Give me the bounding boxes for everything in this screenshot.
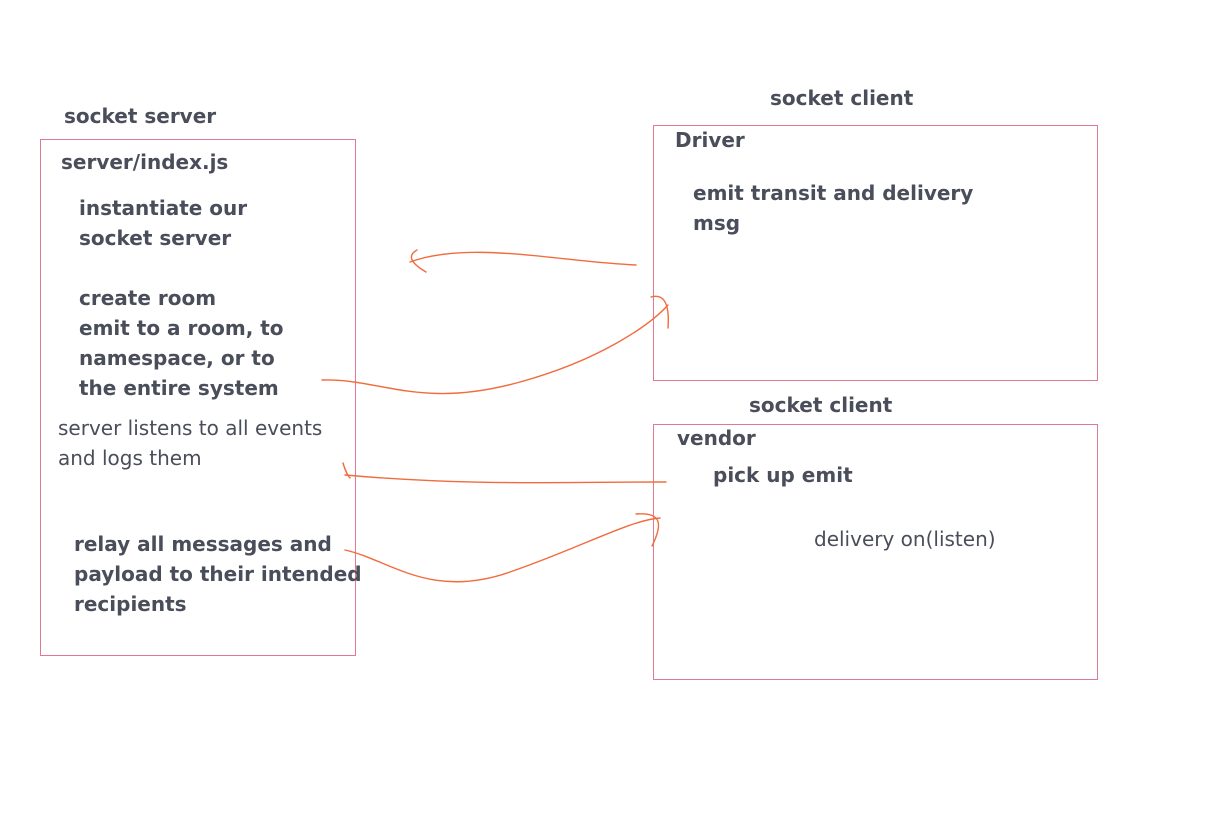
vendor-title: vendor bbox=[677, 426, 756, 450]
server-listens-note: server listens to all events and logs th… bbox=[58, 416, 323, 470]
arrow-server-to-vendor bbox=[344, 513, 661, 583]
server-instantiate-note: instantiate our socket server bbox=[79, 196, 248, 250]
arrow-driver-to-server bbox=[409, 249, 637, 273]
arrow-vendor-to-server bbox=[342, 462, 667, 484]
server-heading: socket server bbox=[64, 104, 217, 128]
server-relay-note: relay all messages and payload to their … bbox=[74, 532, 362, 616]
server-title: server/index.js bbox=[61, 150, 229, 174]
vendor-delivery-note: delivery on(listen) bbox=[814, 527, 996, 551]
vendor-heading: socket client bbox=[749, 393, 893, 417]
arrow-server-to-driver bbox=[321, 295, 669, 395]
driver-box bbox=[653, 125, 1098, 381]
server-box bbox=[40, 139, 356, 656]
driver-heading: socket client bbox=[770, 86, 914, 110]
vendor-box bbox=[653, 424, 1098, 680]
server-rooms-note: create room emit to a room, to namespace… bbox=[79, 286, 284, 400]
driver-emit-note: emit transit and delivery msg bbox=[693, 181, 974, 235]
driver-title: Driver bbox=[675, 128, 745, 152]
vendor-pickup-note: pick up emit bbox=[713, 463, 853, 487]
